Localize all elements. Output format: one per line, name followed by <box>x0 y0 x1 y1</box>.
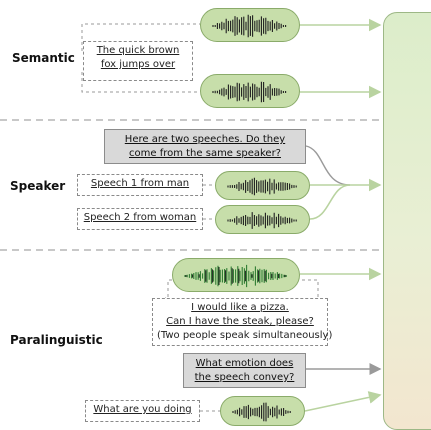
semantic-text-line-1: The quick brown <box>96 45 180 56</box>
para-question-line-2: the speech convey? <box>194 372 295 383</box>
para-bottom-text: What are you doing <box>93 404 192 415</box>
waveform-icon <box>227 177 297 196</box>
section-label-speaker: Speaker <box>10 179 66 193</box>
speaker-question-line-1: Here are two speeches. Do they <box>124 134 286 145</box>
para-question-line-1: What emotion does <box>195 358 294 369</box>
model-panel <box>383 12 431 430</box>
waveform-pill <box>215 171 310 200</box>
section-label-paralinguistic: Paralinguistic <box>10 333 103 347</box>
speaker-curve-question <box>305 145 351 186</box>
paralinguistic-question-box: What emotion does the speech convey? <box>183 353 306 388</box>
para-text-line-2: Can I have the steak, please? <box>166 316 314 327</box>
speech-1-label: Speech 1 from man <box>90 178 190 189</box>
speaker-question-line-2: come from the same speaker? <box>129 148 281 159</box>
waveform-pill <box>220 396 305 426</box>
arrow-para-bottom <box>304 391 382 412</box>
paralinguistic-text-box: I would like a pizza. Can I have the ste… <box>152 298 333 346</box>
waveform-pill <box>200 8 300 42</box>
waveform-pill <box>172 258 300 292</box>
speaker-question-box: Here are two speeches. Do they come from… <box>104 129 306 164</box>
para-text-line-3: (Two people speak simultaneously) <box>157 330 333 341</box>
speech-2-label: Speech 2 from woman <box>83 212 197 223</box>
waveform-icon <box>227 212 297 229</box>
speech-2-box: Speech 2 from woman <box>77 208 203 230</box>
waveform-pill <box>200 74 300 108</box>
waveform-icon <box>212 81 287 103</box>
waveform-pill <box>215 205 310 234</box>
waveform-icon <box>212 14 287 38</box>
para-text-line-1: I would like a pizza. <box>191 302 289 313</box>
waveform-icon <box>184 264 287 288</box>
semantic-text-line-2: fox jumps over <box>100 59 176 70</box>
speaker-curve-speech-2 <box>309 184 351 220</box>
speech-1-box: Speech 1 from man <box>77 174 203 196</box>
semantic-link-bottom <box>81 69 200 93</box>
para-bottom-text-box: What are you doing <box>85 400 200 422</box>
para-link-left <box>165 279 178 299</box>
section-label-semantic: Semantic <box>12 51 75 65</box>
semantic-text-box: The quick brown fox jumps over <box>83 41 193 81</box>
waveform-icon <box>232 402 291 422</box>
semantic-link-top <box>81 23 200 54</box>
para-link-right <box>296 279 319 298</box>
